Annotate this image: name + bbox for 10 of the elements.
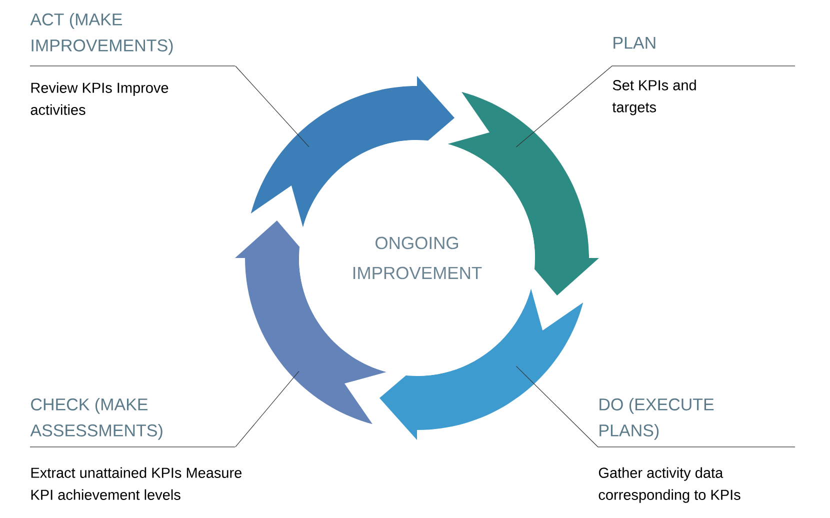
step-text: CHECK (MAKE ASSESSMENTS) Extract unattained KPIs Measure KPI achievement levels [30, 398, 242, 500]
leader-line [516, 366, 598, 448]
step-text: PLAN Set KPIs and targets [612, 36, 696, 116]
leader-line [235, 66, 310, 148]
step-text: ACT (MAKE IMPROVEMENTS) Review KPIs Improve activities [30, 13, 173, 115]
leader-line [516, 66, 612, 148]
arrow-segment [250, 76, 455, 228]
step-text: DO (EXECUTE PLANS) Gather activity data corresponding to KPIs [598, 398, 740, 503]
arrow-segment [379, 288, 584, 440]
leader-line [235, 370, 300, 448]
